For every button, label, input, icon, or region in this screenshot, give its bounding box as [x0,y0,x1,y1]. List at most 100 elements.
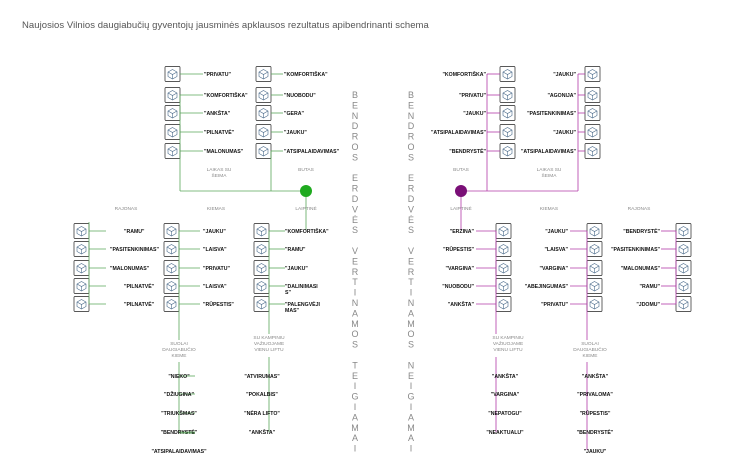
caption-label: LAIPTINĖ [450,205,471,212]
cube-icon [73,260,90,276]
feeling-label: "PRIVALOMA" [577,392,613,398]
feeling-label: "NEPATOGU" [488,411,522,417]
feeling-label: "VARGINA" [491,392,520,398]
feeling-label: "RAMU" [640,284,661,290]
center-text-letter: R [352,184,359,194]
feeling-label: "PILNATVĖ" [124,301,155,308]
center-text-letter: Ė [408,215,414,225]
feeling-label: "ANKŠTA" [582,372,609,380]
feeling-label: "ATSIPALAIDAVIMAS" [431,130,487,136]
center-text-letter: M [351,319,359,329]
feeling-label: "JAUKU" [285,266,308,272]
feeling-label: "ATSIPALAIDAVIMAS" [521,149,577,155]
feeling-label: "BENDRYSTĖ" [161,429,198,436]
center-text-letter: N [408,111,415,121]
cube-icon [255,124,272,140]
center-text-letter: I [354,288,357,298]
feeling-label: "POKALBIS" [246,392,278,398]
feeling-label: "ANKŠTA" [204,109,231,117]
center-text-letter: N [408,360,415,370]
caption-label: KIEMAS [540,206,558,212]
center-text-letter: A [352,412,358,422]
center-text-letter: G [351,392,358,402]
feeling-label: "RŪPESTIS" [580,410,611,417]
cube-icon [495,296,512,312]
cube-icon [73,296,90,312]
center-text-letter: I [410,444,413,454]
center-text-letter: R [408,267,415,277]
cube-icon [255,66,272,82]
cube-icon [499,105,516,121]
cube-icon [675,241,692,257]
caption-label: DAUGIABUČIO [162,346,196,353]
caption-label: KIEME [172,353,187,359]
center-text-letter: E [408,256,414,266]
feeling-label: "ERZINA" [450,229,475,235]
center-text-letter: S [408,225,414,235]
center-text-letter: R [352,132,359,142]
feeling-label: "RAMU" [124,229,145,235]
center-text-letter: V [352,204,358,214]
cube-icon [164,143,181,159]
caption-label: LAIKAS SU [537,167,562,173]
feeling-label: "PASITENKINIMAS" [527,111,576,117]
caption-label: VAŽIUOJAME [493,339,523,347]
center-text-letter: O [407,142,414,152]
center-text-letter: R [352,267,359,277]
center-text-letter: V [352,246,358,256]
center-text-letter: E [408,100,414,110]
cube-icon [675,223,692,239]
cube-icon [164,124,181,140]
center-text-letter: I [354,402,357,412]
feeling-label: "GERA" [284,111,304,117]
caption-label: ŠEIMA [212,172,228,179]
center-text-letter: G [407,392,414,402]
feeling-label: "NIEKO" [168,374,190,380]
feeling-label: "NEAKTUALU" [486,430,524,436]
feeling-label: "JDOMU" [636,302,660,308]
center-text-letter: N [408,298,415,308]
feeling-label: "MALONUMAS" [621,266,661,272]
center-text-letter: S [408,152,414,162]
feeling-label: "MALONUMAS" [110,266,150,272]
caption-label: DAUGIABUČIO [573,346,607,353]
center-text-letter: M [407,319,415,329]
center-text-letter: A [408,308,414,318]
center-text-letter: S [352,152,358,162]
cube-icon [495,278,512,294]
cube-icon [253,296,270,312]
center-text-letter: R [408,132,415,142]
feeling-label: "AGONIJA" [547,93,576,99]
feeling-label: "NUOBODU" [284,93,316,99]
feeling-label: "BENDRYSTĖ" [449,148,486,155]
feeling-label: "BENDRYSTĖ" [623,228,660,235]
feeling-label: "ANKŠTA" [249,428,276,436]
cube-icon [499,87,516,103]
feeling-label: "JAUKU" [203,229,226,235]
caption-label: LAIKAS SU [207,167,232,173]
cube-icon [495,241,512,257]
cube-icon [73,278,90,294]
feeling-label: "NĖRA LIFTO" [244,410,280,417]
feeling-label: "PRIVATU" [459,93,486,99]
cube-icon [499,66,516,82]
caption-label: BUTAS [453,167,469,173]
negative-node [455,185,467,197]
center-text-letter: O [407,329,414,339]
center-text-letter: B [352,90,358,100]
cube-icon [584,124,601,140]
feeling-label: "JAUKU" [553,130,576,136]
center-text-letter: O [351,329,358,339]
center-text-letter: D [408,194,415,204]
cube-icon [495,223,512,239]
cube-icon [255,105,272,121]
cube-icon [586,296,603,312]
cube-icon [253,278,270,294]
cube-icon [164,87,181,103]
feeling-label: "ATSIPALAIDAVIMAS" [151,449,207,455]
cube-icon [675,296,692,312]
feeling-label: "PASITENKINIMAS" [110,247,159,253]
cube-icon [164,66,181,82]
cube-icon [584,87,601,103]
